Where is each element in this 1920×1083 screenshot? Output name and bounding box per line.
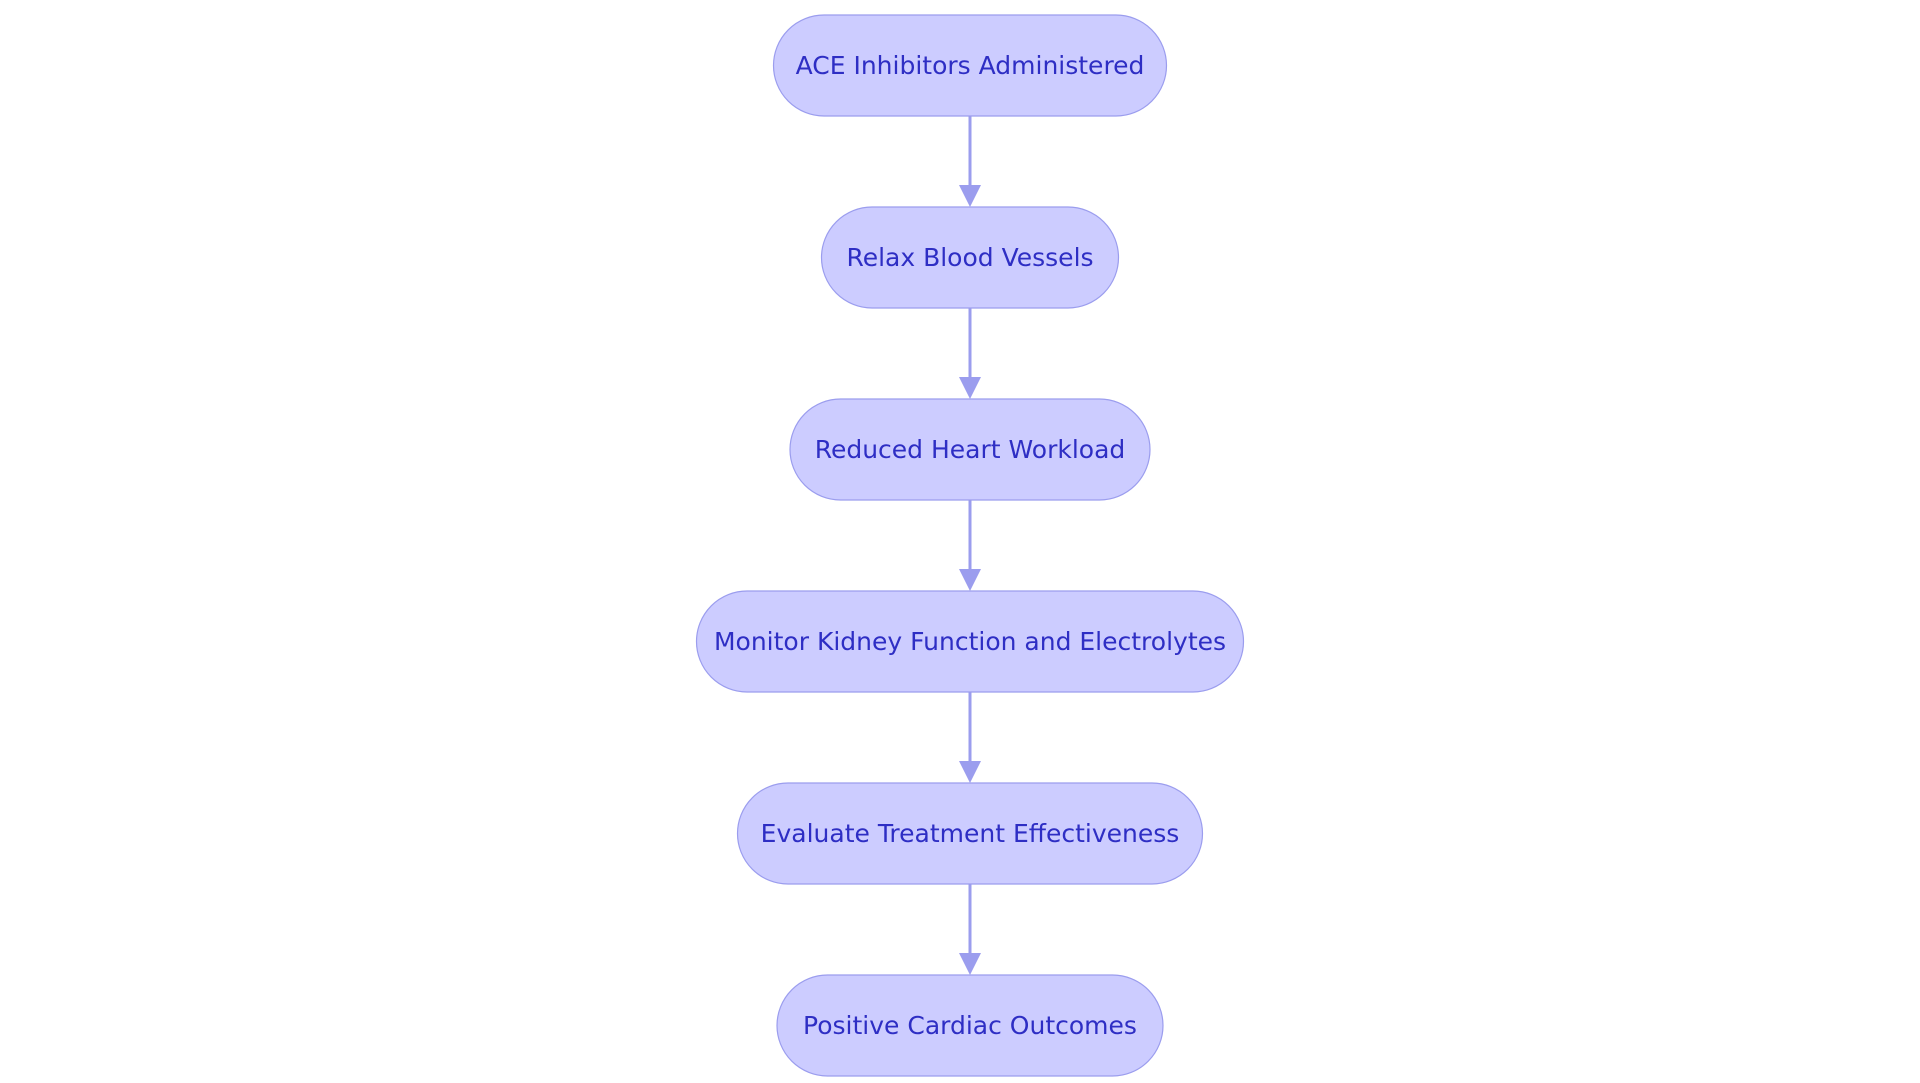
flow-node-n3: Reduced Heart Workload bbox=[789, 398, 1151, 501]
edge-n2-n3 bbox=[959, 308, 981, 399]
node-label: Monitor Kidney Function and Electrolytes bbox=[714, 627, 1226, 656]
flow-node-n1: ACE Inhibitors Administered bbox=[772, 14, 1168, 117]
arrowhead-icon bbox=[959, 761, 981, 783]
node-shape bbox=[820, 206, 1120, 309]
flow-node-n4: Monitor Kidney Function and Electrolytes bbox=[695, 590, 1245, 693]
edge-n5-n6 bbox=[959, 884, 981, 975]
node-label: Positive Cardiac Outcomes bbox=[803, 1011, 1137, 1040]
node-shape bbox=[695, 590, 1245, 693]
flow-node-n6: Positive Cardiac Outcomes bbox=[776, 974, 1164, 1077]
node-shape bbox=[789, 398, 1151, 501]
edge-n4-n5 bbox=[959, 692, 981, 783]
edge-n3-n4 bbox=[959, 500, 981, 591]
node-shape bbox=[736, 782, 1204, 885]
flow-node-n2: Relax Blood Vessels bbox=[820, 206, 1120, 309]
node-label: Relax Blood Vessels bbox=[846, 243, 1093, 272]
node-shape bbox=[776, 974, 1164, 1077]
arrowhead-icon bbox=[959, 185, 981, 207]
edge-n1-n2 bbox=[959, 116, 981, 207]
edges-layer bbox=[959, 116, 981, 975]
node-label: Evaluate Treatment Effectiveness bbox=[761, 819, 1180, 848]
node-label: Reduced Heart Workload bbox=[815, 435, 1126, 464]
node-label: ACE Inhibitors Administered bbox=[796, 51, 1145, 80]
arrowhead-icon bbox=[959, 377, 981, 399]
flow-node-n5: Evaluate Treatment Effectiveness bbox=[736, 782, 1204, 885]
node-shape bbox=[772, 14, 1168, 117]
arrowhead-icon bbox=[959, 569, 981, 591]
arrowhead-icon bbox=[959, 953, 981, 975]
